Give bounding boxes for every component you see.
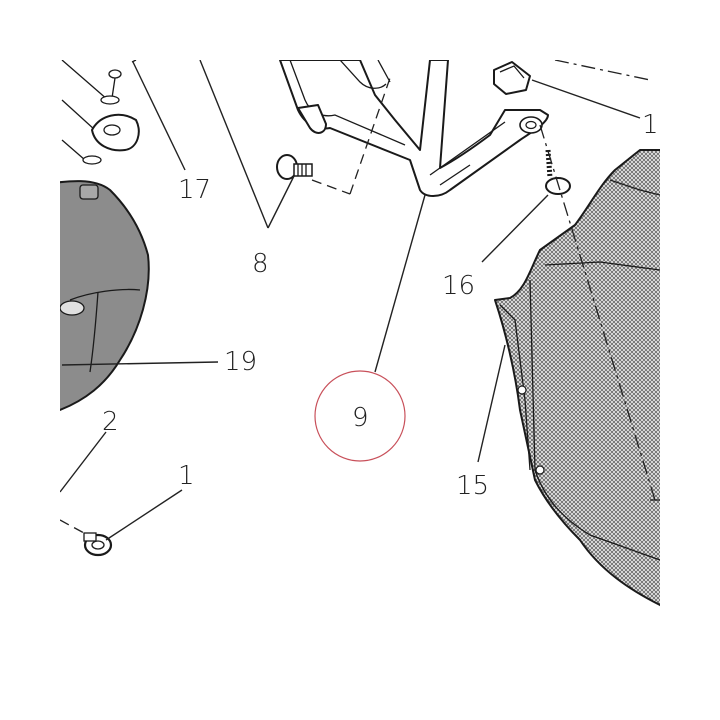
fuel-tank-part [60,180,150,411]
highlight-ring [314,370,406,462]
bolt-part-8 [276,154,313,180]
callout-2: 2 [102,407,119,437]
callout-16: 16 [442,271,475,301]
callout-15: 15 [456,471,489,501]
callout-17: 17 [178,175,211,205]
screw-part-1 [83,532,113,557]
leader-lines [60,60,660,541]
clip-part-10 [493,61,531,95]
screw-part-16 [545,149,571,195]
cap-assembly-part [61,60,140,165]
side-panel-part-15 [494,149,660,607]
callout-19: 19 [224,347,257,377]
callout-1: 1 [178,461,195,491]
callout-9: 9 [352,403,369,433]
callout-8: 8 [252,249,269,279]
callout-10: 10 [642,110,675,140]
bracket-part-9 [279,60,549,197]
